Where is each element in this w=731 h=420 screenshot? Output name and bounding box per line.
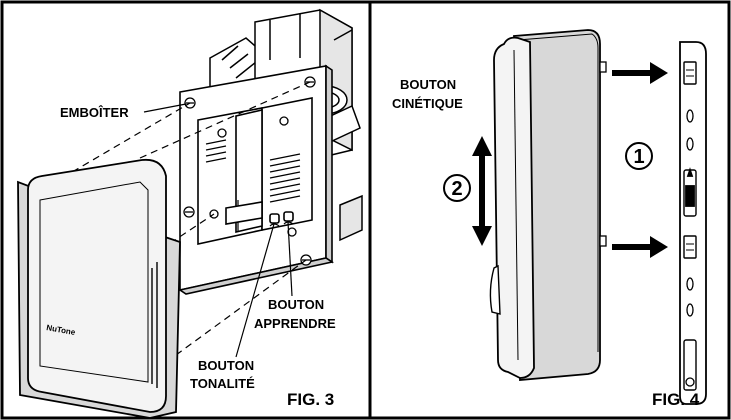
push-button-side [489, 29, 607, 381]
front-cover [17, 158, 181, 419]
right-arrow-icon [612, 62, 668, 84]
alignment-lines [61, 81, 311, 356]
label-bouton-tonalite-2: TONALITÉ [190, 376, 255, 391]
label-bouton-apprendre-2: APPRENDRE [254, 316, 336, 331]
fig3-caption: FIG. 3 [287, 390, 334, 409]
leader-tonalite [235, 223, 275, 358]
fig4-caption: FIG. 4 [652, 390, 700, 409]
fig3-panel: NuTone EMBOÎTER BOUTON APPRENDRE BOUTON … [17, 8, 363, 419]
vent-slots-right [269, 153, 301, 203]
fig4-panel: 1 2 BOUTON CINÉTIQUE FIG. 4 [392, 29, 707, 409]
leader-emboiter [143, 103, 187, 113]
step-1-badge [625, 142, 653, 170]
double-arrow-icon [472, 136, 492, 246]
screw-icon [217, 128, 227, 138]
tone-button[interactable] [269, 213, 280, 224]
label-bouton-tonalite-1: BOUTON [198, 358, 254, 373]
right-arrow-icon [612, 236, 668, 258]
label-emboiter: EMBOÎTER [60, 105, 129, 120]
screw-icon [279, 116, 289, 126]
vent-slots-left [205, 139, 227, 163]
label-bouton-cinetique-2: CINÉTIQUE [392, 96, 463, 111]
step-2-badge [443, 174, 471, 202]
step-2-number: 2 [451, 178, 462, 200]
back-plate-side [679, 41, 707, 405]
label-bouton-apprendre-1: BOUTON [268, 297, 324, 312]
learn-button[interactable] [283, 211, 294, 222]
leader-apprendre [287, 221, 293, 297]
label-bouton-cinetique-1: BOUTON [400, 77, 456, 92]
step-1-number: 1 [633, 146, 644, 168]
